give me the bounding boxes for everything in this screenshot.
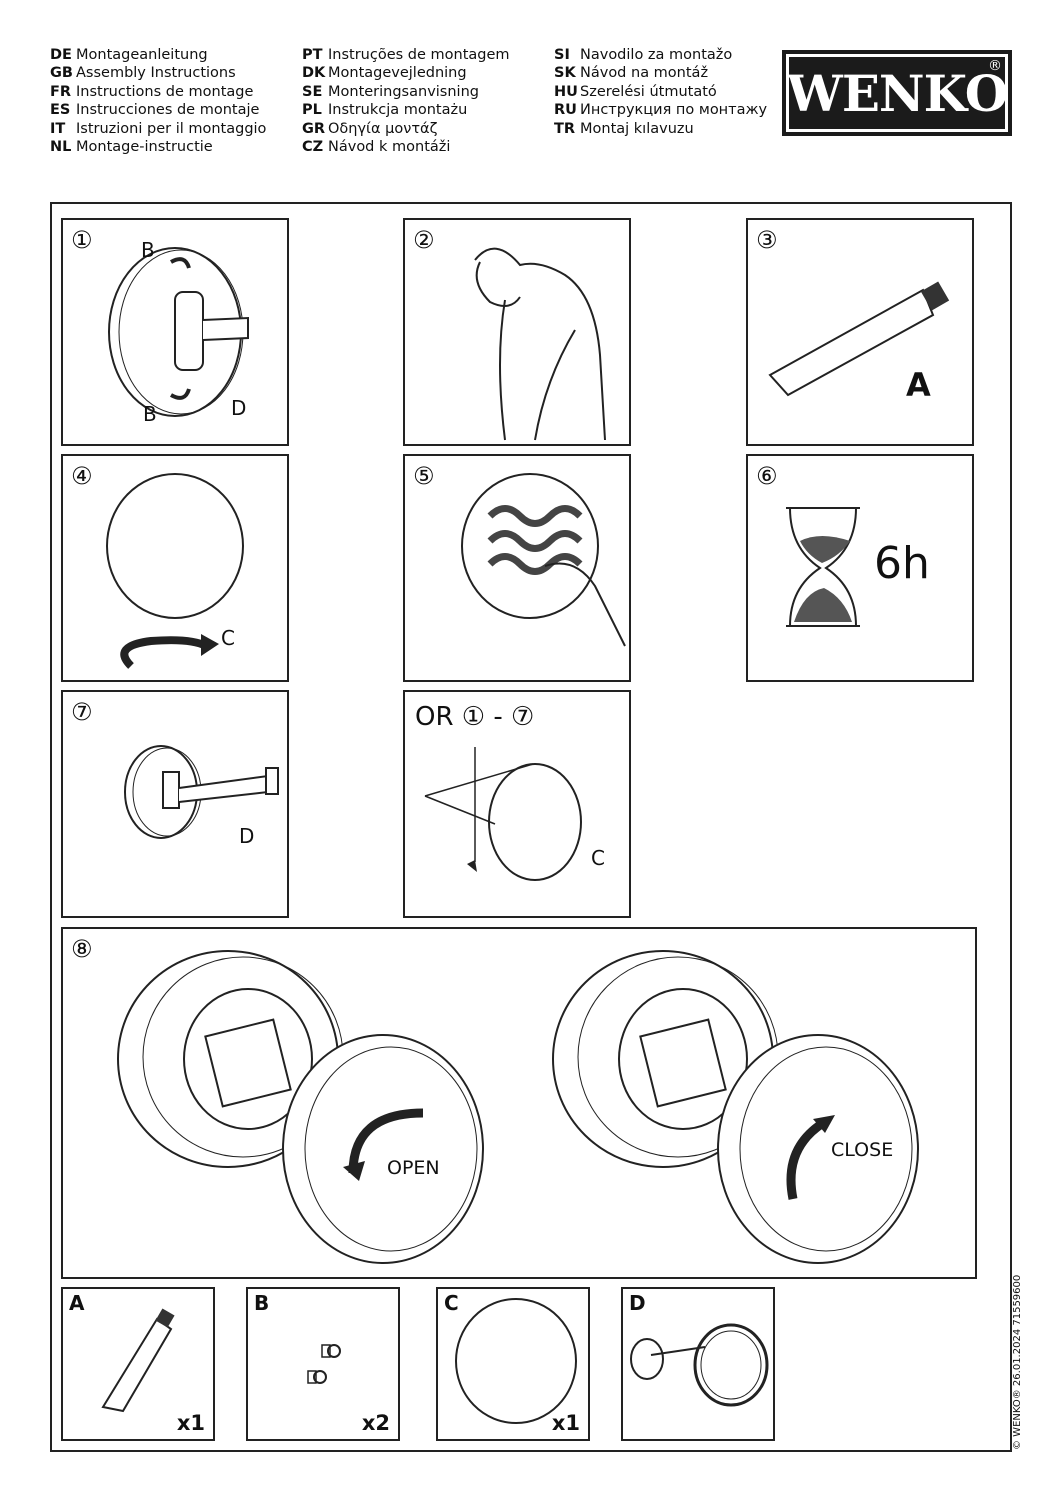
label-c: C bbox=[591, 846, 605, 870]
step-number: ② bbox=[413, 226, 435, 254]
step-6-panel: ⑥ 6h bbox=[746, 454, 974, 682]
instructions-frame bbox=[50, 202, 1012, 1452]
adhesive-tube-icon bbox=[768, 281, 950, 397]
step-number: ⑧ bbox=[71, 935, 93, 963]
step-8-panel: ⑧ OPEN CLOSE bbox=[61, 927, 977, 1279]
part-quantity: x1 bbox=[176, 1411, 205, 1435]
step-4-illustration bbox=[106, 473, 244, 669]
step-number: ⑦ bbox=[71, 698, 93, 726]
close-label: CLOSE bbox=[831, 1139, 894, 1161]
step-3-panel: ③ A bbox=[746, 218, 974, 446]
part-label: C bbox=[444, 1291, 459, 1315]
part-a-panel: A x1 bbox=[61, 1287, 215, 1441]
step-1-panel: ① B B D bbox=[61, 218, 289, 446]
part-label: A bbox=[69, 1291, 85, 1315]
hand-cleaning-icon bbox=[474, 247, 606, 441]
part-quantity: x2 bbox=[361, 1411, 390, 1435]
label-d: D bbox=[231, 396, 247, 420]
label-d: D bbox=[239, 824, 255, 848]
label-c: C bbox=[221, 626, 235, 650]
step-5-panel: ⑤ bbox=[403, 454, 631, 682]
part-quantity: x1 bbox=[551, 1411, 580, 1435]
registered-mark: ® bbox=[988, 58, 1002, 74]
screw-caps-icon bbox=[307, 1344, 341, 1384]
label-b-top: B bbox=[141, 238, 155, 262]
mounting-plate-icon bbox=[455, 1298, 577, 1424]
step-1-illustration bbox=[108, 247, 249, 417]
step-4-panel: ④ C bbox=[61, 454, 289, 682]
step-number: ⑥ bbox=[756, 462, 778, 490]
step-number: ④ bbox=[71, 462, 93, 490]
part-label: B bbox=[254, 1291, 270, 1315]
or-steps-label: OR ① - ⑦ bbox=[415, 702, 535, 732]
step-number: ① bbox=[71, 226, 93, 254]
open-label: OPEN bbox=[387, 1157, 440, 1179]
logo-text: WENKO bbox=[786, 63, 1009, 123]
part-b-panel: B x2 bbox=[246, 1287, 400, 1441]
adhesive-tube-icon bbox=[101, 1308, 175, 1413]
alternative-illustration bbox=[424, 747, 582, 881]
label-a: A bbox=[906, 366, 931, 404]
footer-copyright: © WENKO® 26.01.2024 71559600 bbox=[1012, 1274, 1023, 1450]
hourglass-icon bbox=[786, 507, 860, 627]
cure-time: 6h bbox=[874, 538, 930, 589]
part-d-panel: D bbox=[621, 1287, 775, 1441]
label-b-bottom: B bbox=[143, 402, 157, 426]
mirror-icon bbox=[630, 1323, 769, 1407]
step-7-illustration bbox=[124, 745, 279, 839]
step-number: ⑤ bbox=[413, 462, 435, 490]
step-2-panel: ② bbox=[403, 218, 631, 446]
step-number: ③ bbox=[756, 226, 778, 254]
wenko-logo: WENKO ® bbox=[782, 50, 1012, 136]
step-7-panel: ⑦ D bbox=[61, 690, 289, 918]
part-label: D bbox=[629, 1291, 646, 1315]
step-8-illustration bbox=[117, 950, 919, 1264]
apply-adhesive-icon bbox=[461, 473, 626, 647]
alternative-panel: OR ① - ⑦ C bbox=[403, 690, 631, 918]
part-c-panel: C x1 bbox=[436, 1287, 590, 1441]
